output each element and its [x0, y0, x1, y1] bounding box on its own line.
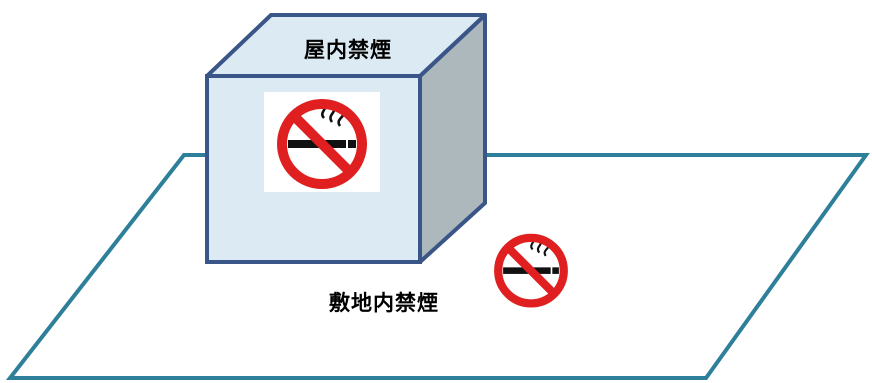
- indoor-smoking-ban-label: 屋内禁煙: [304, 38, 392, 62]
- premises-no-smoking-icon: [498, 236, 564, 303]
- premises-smoking-ban-label: 敷地内禁煙: [329, 291, 439, 315]
- premises-ground-outline: [5, 153, 870, 380]
